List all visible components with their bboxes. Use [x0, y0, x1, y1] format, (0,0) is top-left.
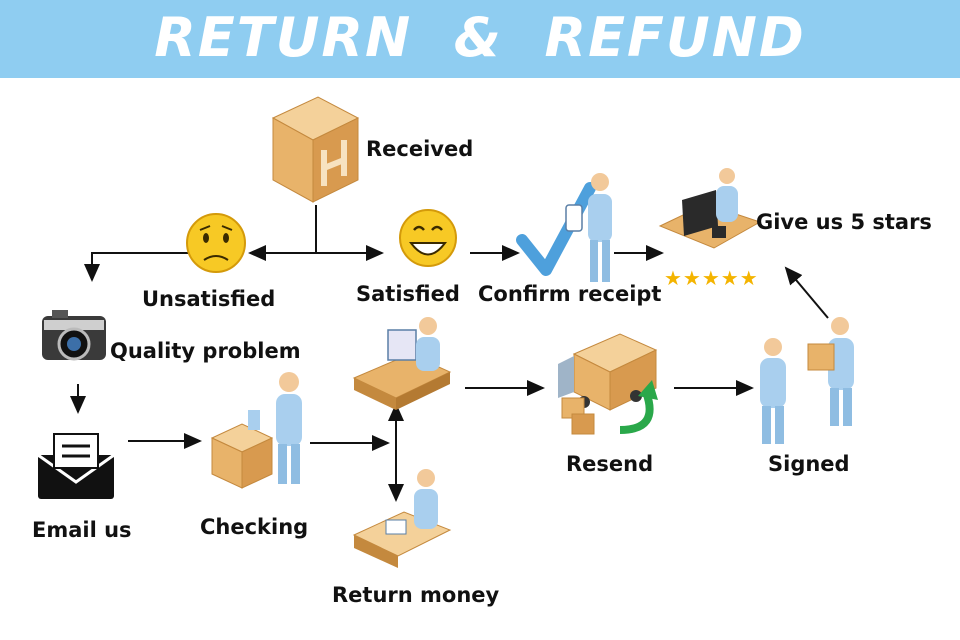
truck-icon: [558, 333, 658, 435]
worker-icon-repack: [352, 317, 452, 410]
label-give-stars: Give us 5 stars: [756, 210, 932, 234]
banner-title: RETURN & REFUND: [154, 6, 806, 69]
sad-face-icon: [186, 213, 246, 273]
label-confirm-receipt: Confirm receipt: [478, 282, 662, 306]
header-banner: RETURN & REFUND: [0, 0, 960, 78]
happy-face-icon: [399, 209, 457, 267]
label-return-money: Return money: [332, 583, 500, 607]
arrow-signed-to-stars: [784, 266, 829, 319]
label-quality-problem: Quality problem: [110, 339, 301, 363]
arrow-to-quality: [84, 252, 188, 282]
label-signed: Signed: [768, 452, 850, 476]
label-checking: Checking: [200, 515, 309, 539]
label-received: Received: [366, 137, 474, 161]
label-email-us: Email us: [32, 518, 132, 542]
five-stars-rating: ★★★★★: [664, 266, 759, 290]
worker-icon-signed: [760, 317, 854, 444]
worker-icon-checking: [210, 372, 302, 489]
label-satisfied: Satisfied: [356, 282, 460, 306]
label-unsatisfied: Unsatisfied: [142, 287, 276, 311]
worker-icon-refund: [352, 469, 452, 568]
envelope-icon: [37, 433, 115, 499]
computer-icon: [658, 168, 762, 249]
connectors: [70, 205, 829, 502]
box-icon: [271, 96, 360, 203]
label-resend: Resend: [566, 452, 654, 476]
camera-icon: [42, 310, 106, 361]
worker-icon-confirm: [565, 173, 612, 282]
